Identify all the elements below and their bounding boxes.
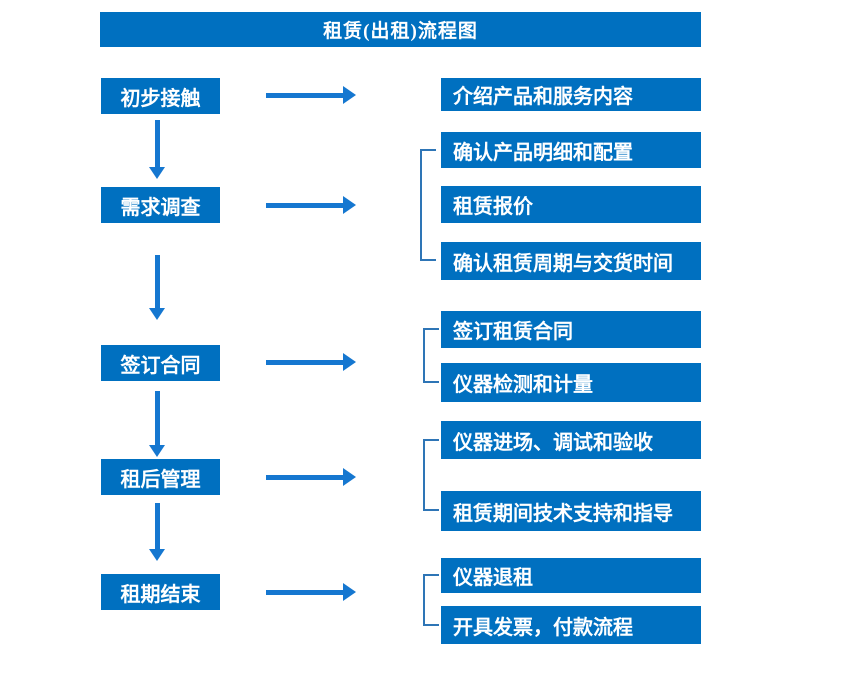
detail-box-rental-quote: 租赁报价 bbox=[441, 186, 701, 223]
detail-box-invoice-payment: 开具发票，付款流程 bbox=[441, 606, 701, 644]
detail-box-instrument-return: 仪器退租 bbox=[441, 558, 701, 593]
arrow-right-icon bbox=[266, 353, 356, 371]
arrow-right-icon bbox=[266, 196, 356, 214]
flowchart-title: 租赁(出租)流程图 bbox=[100, 12, 701, 47]
step-box-initial-contact: 初步接触 bbox=[101, 78, 220, 114]
detail-box-confirm-config: 确认产品明细和配置 bbox=[441, 132, 701, 168]
detail-box-sign-rental-contract: 签订租赁合同 bbox=[441, 311, 701, 348]
detail-box-tech-support: 租赁期间技术支持和指导 bbox=[441, 491, 701, 531]
step-box-post-rental-mgmt: 租后管理 bbox=[101, 459, 220, 495]
detail-box-confirm-period: 确认租赁周期与交货时间 bbox=[441, 242, 701, 280]
arrow-right-icon bbox=[266, 86, 356, 104]
detail-box-intro-products: 介绍产品和服务内容 bbox=[441, 78, 701, 111]
detail-box-instrument-setup: 仪器进场、调试和验收 bbox=[441, 421, 701, 459]
arrow-right-icon bbox=[266, 583, 356, 601]
step-box-demand-survey: 需求调查 bbox=[101, 187, 220, 223]
arrow-right-icon bbox=[266, 468, 356, 486]
step-box-sign-contract: 签订合同 bbox=[101, 345, 220, 381]
detail-box-instrument-calibration: 仪器检测和计量 bbox=[441, 363, 701, 402]
step-box-rental-end: 租期结束 bbox=[101, 574, 220, 610]
